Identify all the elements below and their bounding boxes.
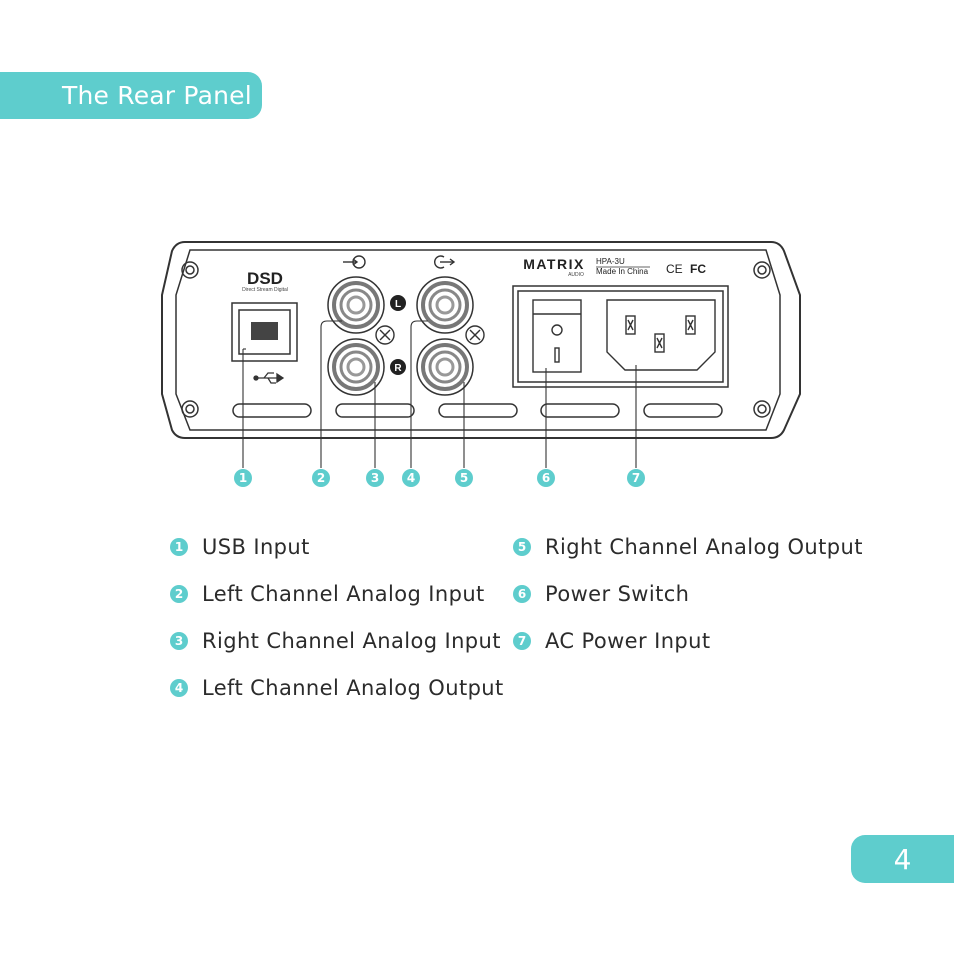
legend-label: Right Channel Analog Input bbox=[202, 629, 501, 653]
callout-2: 2 bbox=[312, 469, 330, 487]
model-name: HPA-3U bbox=[596, 257, 625, 266]
legend-item-right-analog-input: 3 Right Channel Analog Input bbox=[170, 629, 501, 653]
left-marker: L bbox=[395, 299, 401, 310]
input-icon bbox=[343, 255, 366, 269]
legend-num: 3 bbox=[170, 632, 188, 650]
callout-7: 7 bbox=[627, 469, 645, 487]
callout-6: 6 bbox=[537, 469, 555, 487]
cross-screws bbox=[375, 325, 485, 345]
brand-logo: MATRIX bbox=[523, 256, 585, 272]
legend-label: Right Channel Analog Output bbox=[545, 535, 863, 559]
callout-leader-lines bbox=[242, 320, 637, 468]
dsd-subtitle: Direct Stream Digital bbox=[242, 287, 288, 293]
rca-jack-right-input bbox=[327, 338, 385, 396]
rca-jack-left-input bbox=[327, 276, 385, 334]
ce-mark: CE bbox=[666, 262, 683, 276]
legend-item-power-switch: 6 Power Switch bbox=[513, 582, 689, 606]
legend-item-usb-input: 1 USB Input bbox=[170, 535, 310, 559]
legend-num: 7 bbox=[513, 632, 531, 650]
power-switch bbox=[532, 299, 582, 373]
section-title-tab: The Rear Panel bbox=[0, 72, 262, 119]
legend-label: Left Channel Analog Output bbox=[202, 676, 504, 700]
right-marker: R bbox=[394, 363, 402, 374]
callout-5: 5 bbox=[455, 469, 473, 487]
vent-slots bbox=[232, 403, 723, 418]
legend-num: 2 bbox=[170, 585, 188, 603]
brand-sub: AUDIO bbox=[568, 272, 584, 278]
callout-3: 3 bbox=[366, 469, 384, 487]
legend-num: 4 bbox=[170, 679, 188, 697]
legend-label: Left Channel Analog Input bbox=[202, 582, 485, 606]
rca-jack-left-output bbox=[416, 276, 474, 334]
legend-item-ac-power-input: 7 AC Power Input bbox=[513, 629, 710, 653]
rca-jack-right-output bbox=[416, 338, 474, 396]
fcc-mark: FC bbox=[690, 262, 706, 276]
usb-icon bbox=[253, 372, 285, 384]
page-number: 4 bbox=[893, 842, 912, 876]
corner-screws bbox=[181, 261, 771, 418]
legend-item-left-analog-output: 4 Left Channel Analog Output bbox=[170, 676, 504, 700]
legend-num: 5 bbox=[513, 538, 531, 556]
chassis-inner-outline bbox=[175, 249, 781, 431]
usb-port bbox=[231, 302, 298, 362]
legend-item-left-analog-input: 2 Left Channel Analog Input bbox=[170, 582, 485, 606]
section-title: The Rear Panel bbox=[62, 81, 252, 110]
callout-1: 1 bbox=[234, 469, 252, 487]
legend-num: 1 bbox=[170, 538, 188, 556]
callout-4: 4 bbox=[402, 469, 420, 487]
legend-item-right-analog-output: 5 Right Channel Analog Output bbox=[513, 535, 863, 559]
legend-num: 6 bbox=[513, 585, 531, 603]
output-icon bbox=[434, 255, 456, 269]
power-module bbox=[512, 285, 729, 388]
ac-power-socket bbox=[606, 299, 716, 371]
legend-label: Power Switch bbox=[545, 582, 690, 606]
legend-label: AC Power Input bbox=[545, 629, 711, 653]
page-number-tab: 4 bbox=[851, 835, 954, 883]
chassis-outline bbox=[161, 241, 801, 439]
made-in-label: Made In China bbox=[596, 267, 649, 276]
dsd-logo: DSD bbox=[247, 269, 283, 288]
legend-label: USB Input bbox=[202, 535, 310, 559]
